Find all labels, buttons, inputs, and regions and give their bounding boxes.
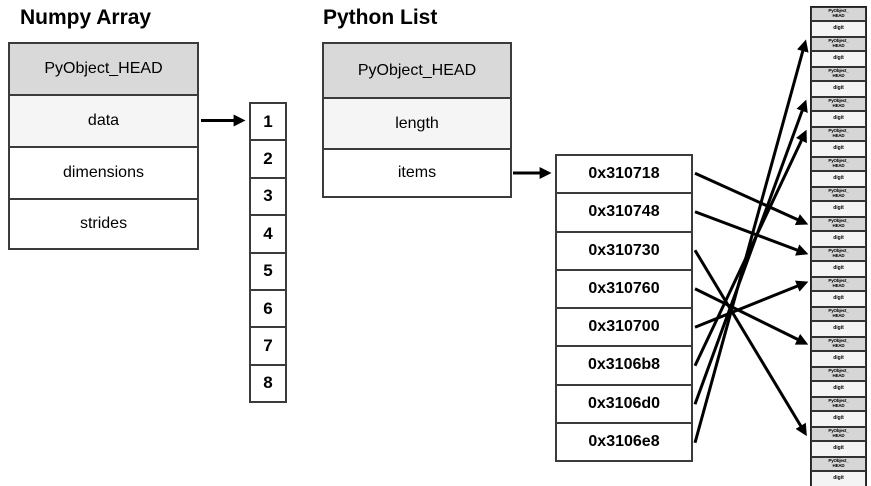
python-row-items: items	[324, 148, 510, 196]
pointer-address-cell: 0x310760	[557, 268, 691, 307]
heap-object-digit: digit	[811, 411, 866, 427]
heap-object-header: PyObject_HEAD	[811, 427, 866, 441]
heap-object-header: PyObject_HEAD	[811, 127, 866, 141]
pointer-address-cell: 0x3106d0	[557, 383, 691, 422]
heap-object-digit: digit	[811, 351, 866, 367]
heap-object-header: PyObject_HEAD	[811, 67, 866, 81]
heap-object-digit: digit	[811, 51, 866, 67]
heap-object-digit: digit	[811, 471, 866, 486]
heap-object-header: PyObject_HEAD	[811, 367, 866, 381]
heap-object-digit: digit	[811, 21, 866, 37]
pointer-address-cell: 0x310748	[557, 192, 691, 230]
heap-object-header: PyObject_HEAD	[811, 337, 866, 351]
heap-object-header: PyObject_HEAD	[811, 37, 866, 51]
python-row-pyobject-head: PyObject_HEAD	[324, 44, 510, 97]
heap-object-header: PyObject_HEAD	[811, 277, 866, 291]
heap-object-digit: digit	[811, 261, 866, 277]
pointer-address-cell: 0x310730	[557, 230, 691, 269]
heap-object-header: PyObject_HEAD	[811, 187, 866, 201]
numpy-buffer-cell: 6	[251, 288, 285, 326]
heap-object-header: PyObject_HEAD	[811, 7, 866, 21]
numpy-buffer-cell: 3	[251, 176, 285, 214]
numpy-buffer-cell: 4	[251, 214, 285, 251]
python-list-title: Python List	[323, 6, 438, 29]
numpy-struct-box: PyObject_HEAD data dimensions strides	[8, 42, 199, 250]
pointer-address-cell: 0x3106e8	[557, 421, 691, 460]
heap-object-digit: digit	[811, 111, 866, 127]
heap-object-digit: digit	[811, 81, 866, 97]
heap-object-header: PyObject_HEAD	[811, 307, 866, 321]
numpy-buffer-cell: 2	[251, 139, 285, 176]
numpy-buffer-cell: 7	[251, 326, 285, 363]
numpy-buffer-cell: 8	[251, 363, 285, 401]
heap-object-digit: digit	[811, 291, 866, 307]
heap-object-header: PyObject_HEAD	[811, 247, 866, 261]
heap-object-digit: digit	[811, 381, 866, 397]
heap-object-header: PyObject_HEAD	[811, 217, 866, 231]
heap-object-digit: digit	[811, 231, 866, 247]
heap-object-digit: digit	[811, 141, 866, 157]
python-struct-box: PyObject_HEAD length items	[322, 42, 512, 198]
pointer-address-cell: 0x3106b8	[557, 345, 691, 383]
pointer-address-cell: 0x310700	[557, 307, 691, 345]
numpy-row-pyobject-head: PyObject_HEAD	[10, 44, 197, 94]
numpy-buffer-cell: 5	[251, 251, 285, 289]
heap-object-digit: digit	[811, 201, 866, 217]
pointer-address-cell: 0x310718	[588, 165, 660, 183]
heap-object-header: PyObject_HEAD	[811, 457, 866, 471]
heap-object-header: PyObject_HEAD	[811, 397, 866, 411]
numpy-row-dimensions: dimensions	[10, 146, 197, 198]
heap-object-header: PyObject_HEAD	[811, 97, 866, 111]
heap-object-digit: digit	[811, 321, 866, 337]
numpy-buffer-cell: 1	[263, 111, 273, 131]
heap-object-header: PyObject_HEAD	[811, 157, 866, 171]
heap-object-digit: digit	[811, 171, 866, 187]
python-row-length: length	[324, 97, 510, 148]
numpy-array-title: Numpy Array	[20, 6, 152, 29]
numpy-row-strides: strides	[10, 198, 197, 248]
numpy-row-data: data	[10, 94, 197, 146]
heap-object-digit: digit	[811, 441, 866, 457]
